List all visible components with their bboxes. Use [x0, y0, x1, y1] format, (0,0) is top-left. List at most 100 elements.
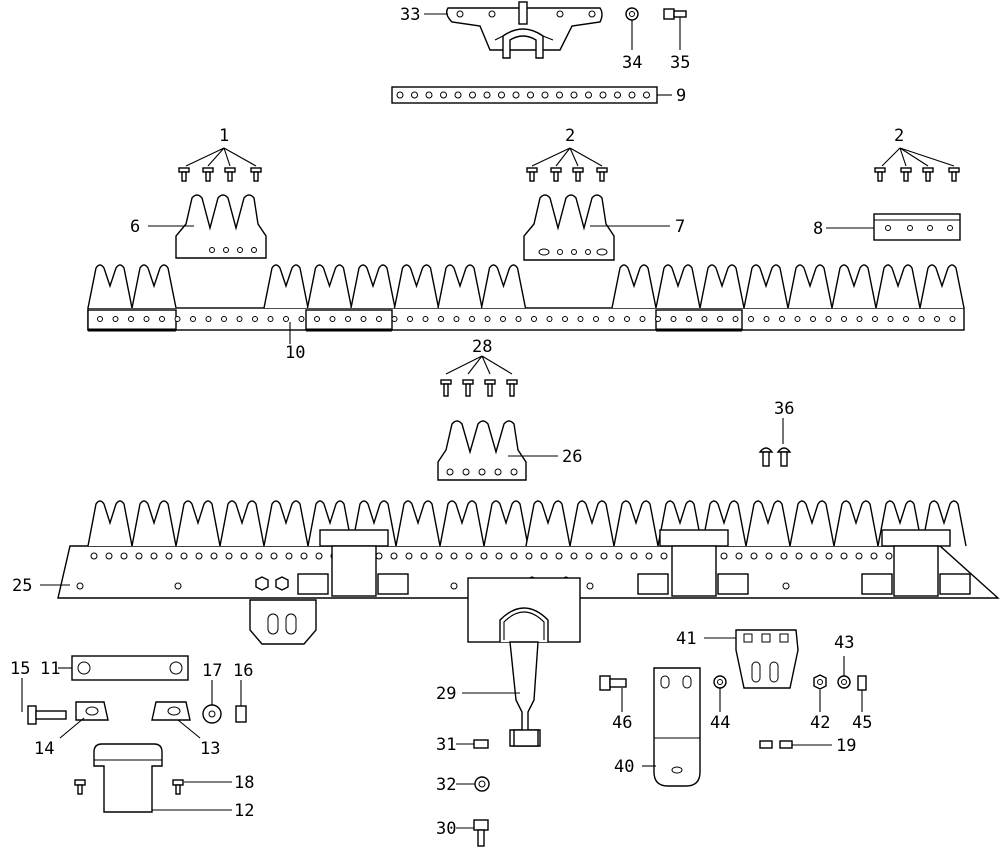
bar-hole [643, 91, 650, 99]
bar-hole [720, 552, 728, 560]
bar-hole [450, 552, 458, 560]
bar-hole [630, 552, 638, 560]
rivet-set-28 [440, 355, 518, 397]
knife-section [875, 264, 921, 309]
callout-31: 31 [436, 735, 456, 755]
bar-hole [527, 91, 534, 99]
nut-32 [474, 776, 490, 792]
callout-33: 33 [400, 5, 420, 25]
knife-section [219, 500, 265, 547]
bar-hole [425, 91, 433, 99]
callout-19: 19 [836, 736, 856, 756]
knife-section [437, 264, 483, 309]
bar-hole [375, 552, 383, 560]
knife-section-26 [437, 420, 527, 481]
knife-head-29 [509, 641, 541, 747]
callout-35: 35 [670, 53, 690, 73]
bar-hole [480, 552, 488, 560]
bar-hole [329, 316, 336, 322]
bar-hole [887, 316, 894, 322]
bar-hole [190, 316, 196, 322]
bar-hole [495, 552, 503, 560]
callout-7: 7 [675, 217, 685, 237]
bar-hole [763, 316, 770, 322]
bar-hole [701, 316, 708, 322]
bar-hole [780, 552, 788, 560]
nut-44 [713, 675, 727, 689]
bar-hole [655, 316, 661, 322]
arm-40 [653, 667, 701, 787]
bar-hole [841, 316, 847, 322]
bar-hole [221, 316, 227, 322]
spacer-13 [151, 701, 191, 721]
knife-section [919, 264, 965, 309]
bar-hole [670, 316, 677, 322]
callout-18: 18 [234, 773, 254, 793]
rivet-set-2-center [526, 147, 608, 182]
bar-hole [391, 316, 398, 322]
bar-hole [135, 552, 143, 560]
bar-hole [205, 316, 212, 322]
spacer-14 [75, 701, 109, 721]
bar-hole [872, 316, 878, 322]
bar-hole [440, 91, 447, 99]
bar-hole [454, 91, 462, 99]
bar-hole [267, 316, 274, 322]
bar-hole [614, 91, 621, 99]
bar-hole [270, 552, 278, 560]
callout-26: 26 [562, 447, 582, 467]
callout-16: 16 [233, 661, 253, 681]
bar-hole [570, 552, 578, 560]
bar-hole [885, 552, 893, 560]
callout-43: 43 [834, 633, 854, 653]
bar-hole [165, 552, 173, 560]
bar-hole [562, 316, 568, 322]
bar-hole [540, 552, 548, 560]
nut-42 [813, 674, 827, 690]
bar-hole [298, 316, 305, 322]
bar-hole [600, 552, 608, 560]
bar-hole [608, 316, 615, 322]
callout-17: 17 [202, 661, 222, 681]
bar-hole [407, 316, 413, 322]
nut-34 [625, 7, 639, 21]
bar-hole [420, 552, 428, 560]
bar-hole [628, 91, 636, 99]
bar-hole [577, 316, 584, 322]
knife-section [789, 500, 835, 547]
bar-hole [105, 552, 113, 560]
knife-section [393, 264, 440, 309]
callout-32: 32 [436, 775, 456, 795]
bar-hole [585, 91, 592, 99]
bar-hole [686, 316, 692, 322]
bar-hole [918, 316, 925, 322]
callout-13: 13 [200, 739, 220, 759]
bar-hole [810, 552, 818, 560]
bar-hole [825, 316, 832, 322]
bar-hole [435, 552, 443, 560]
bar-hole [639, 316, 646, 322]
bar-hole [465, 552, 473, 560]
callout-2-center: 2 [565, 126, 575, 146]
knife-section [480, 264, 527, 309]
bar-hole [510, 552, 518, 560]
callout-25: 25 [12, 576, 32, 596]
knife-section [263, 264, 309, 309]
bar-hole [512, 91, 520, 99]
rivet-set-1 [178, 147, 262, 182]
bar-hole [97, 316, 103, 322]
knife-clip-middle [637, 529, 749, 597]
callout-46: 46 [612, 713, 632, 733]
bar-hole [795, 552, 803, 560]
knife-section [131, 500, 177, 547]
bar-hole [483, 91, 491, 99]
knife-section [699, 264, 745, 309]
bar-hole [903, 316, 909, 322]
nut-16 [235, 705, 247, 723]
bar-hole [765, 552, 773, 560]
bar-hole [315, 552, 323, 560]
callout-34: 34 [622, 53, 642, 73]
knife-section [833, 500, 879, 547]
grease-fitting-31 [473, 739, 489, 749]
bar-hole [390, 552, 398, 560]
